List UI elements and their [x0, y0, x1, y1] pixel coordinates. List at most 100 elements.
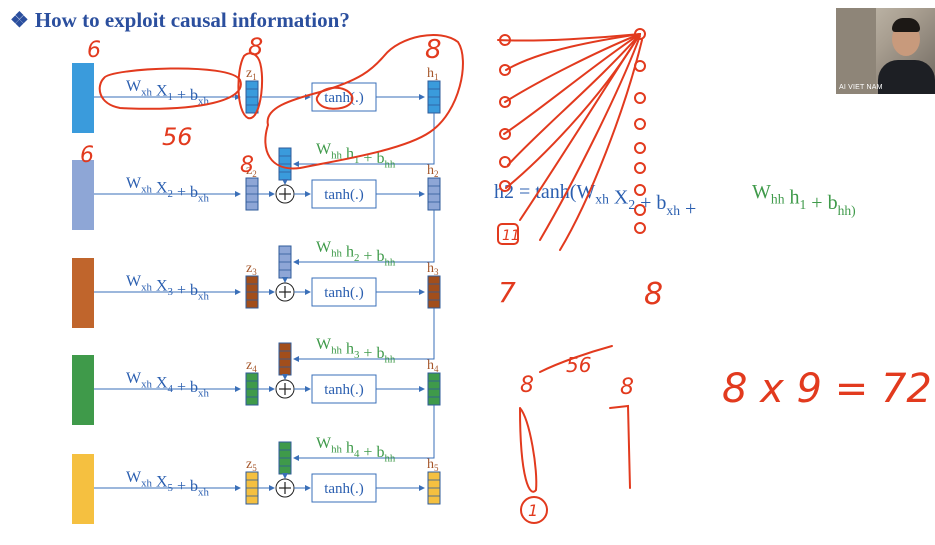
recurrent-path: Whh h2 + bhh [278, 210, 435, 283]
z-cell [245, 471, 259, 505]
equation-rhs: Whh h1 + bhh) [752, 181, 856, 219]
red-node [634, 60, 646, 72]
tanh-label: tanh(.) [324, 90, 364, 106]
h-label: h1 [427, 66, 439, 82]
red-stroke [505, 33, 641, 71]
z-label: z4 [246, 358, 257, 374]
red-stroke [504, 33, 641, 103]
rnn-row: Wxh X5 + bxh z5 tanh(.) h5 [72, 454, 441, 524]
tanh-label: tanh(.) [324, 187, 364, 203]
rnn-row: Wxh X1 + bxh z1 tanh(.) h1 [72, 63, 441, 133]
input-bar [72, 258, 94, 328]
h-cell [427, 80, 441, 114]
equation-lhs: h2 = tanh(Wxh X2 + bxh + [494, 181, 696, 220]
annot-56: 56 [566, 353, 591, 377]
rnn-row: Wxh X3 + bxh z3 tanh(.) h3 [72, 258, 441, 328]
tanh-label: tanh(.) [324, 481, 364, 497]
input-bar [72, 160, 94, 230]
tanh-box [311, 179, 377, 209]
title-text: How to exploit causal information? [34, 8, 350, 32]
recurrent-term: Whh h2 + bhh [316, 239, 396, 268]
input-term: Wxh X3 + bxh [126, 273, 209, 302]
recurrent-term: Whh h3 + bhh [316, 336, 396, 365]
red-stroke [503, 33, 641, 135]
red-node [634, 118, 646, 130]
tanh-box [311, 374, 377, 404]
h-label: h4 [427, 358, 439, 374]
annot-product: 8 x 9 = 72 [722, 366, 932, 412]
annot-8: 8 [520, 373, 534, 398]
red-node [634, 222, 646, 234]
red-stroke [237, 52, 264, 120]
annot-56: 56 [162, 123, 193, 151]
z-cell [245, 372, 259, 406]
red-scribble [539, 345, 613, 373]
red-stroke [507, 33, 641, 166]
red-node [499, 180, 511, 192]
red-node [634, 28, 646, 40]
annot-8: 8 [248, 33, 263, 61]
input-bar [72, 63, 94, 133]
red-node [634, 142, 646, 154]
h-label: h2 [427, 163, 439, 179]
input-term: Wxh X4 + bxh [126, 370, 209, 399]
annot-11: 11 [502, 228, 520, 244]
red-node [634, 204, 646, 216]
recurrent-cell [278, 441, 292, 475]
z-label: z1 [246, 66, 257, 82]
red-bracket [519, 407, 538, 493]
input-term: Wxh X5 + bxh [126, 469, 209, 498]
red-node [634, 92, 646, 104]
annot-6: 6 [80, 143, 94, 168]
title-bullet: ❖ [10, 8, 29, 32]
presenter-video: AI VIET NAM [836, 8, 935, 94]
tanh-label: tanh(.) [324, 382, 364, 398]
red-stroke [539, 35, 641, 241]
red-node [499, 128, 511, 140]
z-cell [245, 275, 259, 309]
z-cell [245, 177, 259, 211]
red-stroke [519, 33, 641, 221]
annot-1: 1 [528, 501, 538, 520]
z-cell [245, 80, 259, 114]
recurrent-cell [278, 342, 292, 376]
recurrent-cell [278, 245, 292, 279]
red-stroke [98, 67, 242, 110]
rnn-row: Wxh X4 + bxh z4 tanh(.) h4 [72, 355, 441, 425]
h-cell [427, 275, 441, 309]
input-bar [72, 454, 94, 524]
annot-6: 6 [87, 38, 101, 63]
tanh-label: tanh(.) [324, 285, 364, 301]
annot-8: 8 [620, 375, 634, 400]
recurrent-cell [278, 147, 292, 181]
annot-8: 8 [240, 153, 254, 178]
recurrent-term: Whh h4 + bhh [316, 435, 396, 464]
z-label: z2 [246, 163, 257, 179]
video-label: AI VIET NAM [839, 84, 883, 91]
input-term: Wxh X1 + bxh [126, 78, 209, 107]
h-cell [427, 372, 441, 406]
red-circle [520, 496, 548, 524]
recurrent-path: Whh h3 + bhh [278, 308, 435, 380]
red-stroke [315, 86, 354, 110]
red-box [497, 223, 519, 245]
slide-title: ❖How to exploit causal information? [10, 8, 350, 33]
z-label: z3 [246, 261, 257, 277]
h-cell [427, 471, 441, 505]
input-term: Wxh X2 + bxh [126, 175, 209, 204]
red-bracket [609, 404, 631, 489]
z-label: z5 [246, 457, 257, 473]
h-cell [427, 177, 441, 211]
recurrent-term: Whh h1 + bhh [316, 141, 396, 170]
h-label: h3 [427, 261, 439, 277]
presenter-body [878, 60, 935, 94]
annot-8: 8 [644, 277, 663, 312]
h-label: h5 [427, 457, 439, 473]
red-stroke [505, 33, 641, 189]
red-stroke [559, 39, 643, 251]
red-node [499, 96, 511, 108]
tanh-box [311, 277, 377, 307]
rnn-row: Wxh X2 + bxh z2 tanh(.) h2 [72, 160, 441, 230]
red-node [499, 156, 511, 168]
